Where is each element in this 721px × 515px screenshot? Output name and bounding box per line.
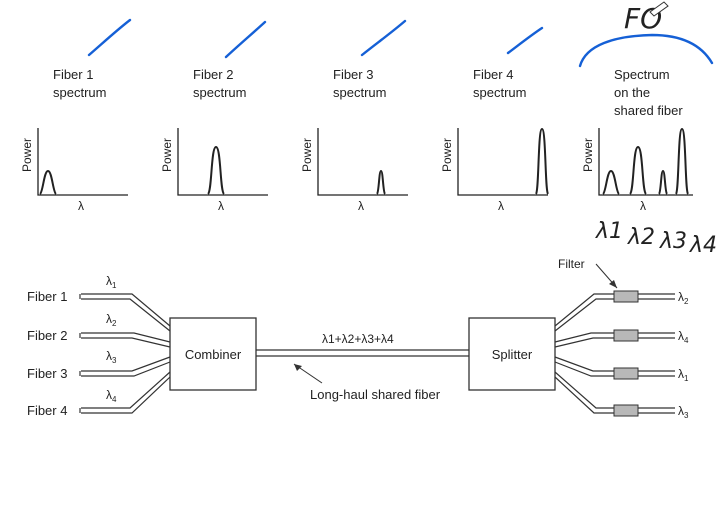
axis-lines (177, 128, 268, 196)
output-lambda-label: λ1 (678, 367, 689, 383)
shared-fiber-label: Long-haul shared fiber (310, 387, 441, 402)
pointer-arrowhead (294, 364, 302, 371)
y-axis-label: Power (300, 138, 314, 172)
spectrum-panel-shared-fiber: Spectrum on the shared fiber Power λ (581, 67, 693, 213)
spectrum-panel-fiber-4: Fiber 4 spectrum Power λ (440, 67, 549, 213)
handwritten-lambda: λ4 (689, 233, 717, 258)
spectrum-title-line: Fiber 2 (193, 67, 233, 82)
output-fiber-line (554, 356, 675, 372)
output-fiber-line (554, 332, 675, 343)
input-fiber-line (81, 356, 171, 372)
splitter-box: Splitter (468, 317, 556, 391)
input-lambda-label: λ4 (106, 388, 117, 404)
y-axis-label: Power (440, 138, 454, 172)
filter-block (613, 329, 639, 342)
input-fiber-line (81, 361, 171, 377)
output-fiber-line (554, 371, 675, 409)
input-fiber-line (81, 371, 171, 409)
input-lambda-label: λ3 (106, 349, 117, 365)
x-axis-label: λ (78, 199, 84, 213)
spectrum-panel-fiber-2: Fiber 2 spectrum Power λ (160, 67, 268, 213)
output-lambda-label: λ2 (678, 290, 689, 306)
spectrum-title-line: spectrum (193, 85, 246, 100)
combiner-label: Combiner (185, 347, 242, 362)
x-axis-label: λ (640, 199, 646, 213)
output-fiber-line (554, 337, 675, 348)
output-lambda-label: λ3 (678, 404, 689, 420)
y-axis-label: Power (160, 138, 174, 172)
spectrum-panel-fiber-1: Fiber 1 spectrum Power λ (20, 67, 128, 213)
spectrum-title-line: Fiber 1 (53, 67, 93, 82)
axis-lines (598, 128, 693, 196)
spectrum-peak (658, 169, 668, 195)
output-lambda-label: λ4 (678, 329, 689, 345)
input-lambda-label: λ1 (106, 274, 117, 290)
spectrum-peak (602, 169, 620, 195)
ink-stroke (224, 20, 267, 59)
shared-fiber (256, 349, 469, 357)
spectrum-title-line: on the (614, 85, 650, 100)
input-fiber-line (81, 332, 171, 343)
spectrum-peak (376, 169, 386, 195)
output-fibers (554, 293, 675, 414)
y-axis-label: Power (581, 138, 595, 172)
spectrum-peak (207, 145, 225, 195)
pointer-arrowhead (609, 280, 617, 288)
handwritten-lambda: λ2 (627, 225, 655, 250)
splitter-label: Splitter (492, 347, 533, 362)
filter-label: Filter (558, 257, 585, 271)
spectrum-peak (535, 127, 549, 195)
y-axis-label: Power (20, 138, 34, 172)
spectrum-title-line: Fiber 4 (473, 67, 513, 82)
axis-lines (457, 128, 548, 196)
handwritten-lambda: λ3 (659, 229, 687, 254)
combiner-box: Combiner (169, 317, 257, 391)
spectrum-peak (675, 127, 689, 195)
filter-block (613, 290, 639, 303)
spectrum-title-line: spectrum (53, 85, 106, 100)
output-fiber-line (554, 361, 675, 377)
input-fiber-label: Fiber 2 (27, 328, 67, 343)
output-fiber-line (554, 376, 675, 414)
x-axis-label: λ (358, 199, 364, 213)
spectrum-peak (629, 145, 647, 195)
spectrum-title-line: spectrum (333, 85, 386, 100)
input-fiber-line (81, 293, 171, 327)
filter-block (613, 404, 639, 417)
x-axis-label: λ (498, 199, 504, 213)
input-lambda-label: λ2 (106, 312, 117, 328)
filter-block (613, 367, 639, 380)
sum-lambda-label: λ1+λ2+λ3+λ4 (322, 332, 394, 346)
spectrum-title-line: Fiber 3 (333, 67, 373, 82)
spectrum-title-line: Spectrum (614, 67, 670, 82)
x-axis-label: λ (218, 199, 224, 213)
ink-stroke (87, 18, 132, 57)
ink-arc (578, 33, 714, 68)
input-fiber-label: Fiber 3 (27, 366, 67, 381)
output-fiber-line (554, 293, 675, 327)
input-fiber-line (81, 337, 171, 348)
ink-stroke (360, 19, 407, 57)
filters (613, 290, 639, 417)
pen-cursor-icon (649, 1, 669, 17)
input-fibers (79, 293, 171, 414)
handwritten-lambda: λ1 (595, 219, 623, 244)
spectrum-peak (39, 169, 57, 195)
spectrum-title-line: shared fiber (614, 103, 683, 118)
handwritten-annotations: FO λ1 λ2 λ3 λ4 (87, 1, 717, 258)
spectrum-title-line: spectrum (473, 85, 526, 100)
axis-lines (37, 128, 128, 196)
ink-stroke (506, 26, 544, 55)
input-fiber-label: Fiber 1 (27, 289, 67, 304)
spectrum-panel-fiber-3: Fiber 3 spectrum Power λ (300, 67, 408, 213)
input-fiber-line (81, 376, 171, 414)
axis-lines (317, 128, 408, 196)
input-fiber-label: Fiber 4 (27, 403, 67, 418)
output-fiber-line (554, 298, 675, 332)
input-fiber-line (81, 298, 171, 332)
